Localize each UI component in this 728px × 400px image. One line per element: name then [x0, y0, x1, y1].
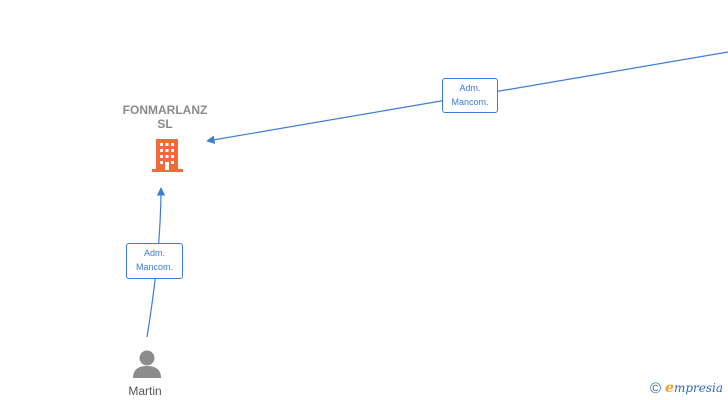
- relation-label-left[interactable]: Adm. Mancom.: [126, 243, 183, 279]
- copyright-icon: ©: [650, 380, 662, 397]
- brand-initial: e: [665, 380, 674, 396]
- relation-type: Mancom.: [135, 262, 173, 272]
- empresia-watermark[interactable]: ©empresia: [650, 380, 723, 398]
- person-icon[interactable]: [133, 350, 161, 379]
- company-name[interactable]: FONMARLANZ SL: [122, 103, 208, 131]
- relation-role: Adm.: [143, 248, 165, 258]
- relation-label-top[interactable]: Adm. Mancom.: [442, 78, 498, 113]
- relation-type: Mancom.: [451, 97, 489, 107]
- brand-name: mpresia: [673, 381, 724, 395]
- relation-role: Adm.: [459, 83, 481, 93]
- person-name[interactable]: Martin: [128, 384, 162, 398]
- building-icon[interactable]: [152, 139, 183, 172]
